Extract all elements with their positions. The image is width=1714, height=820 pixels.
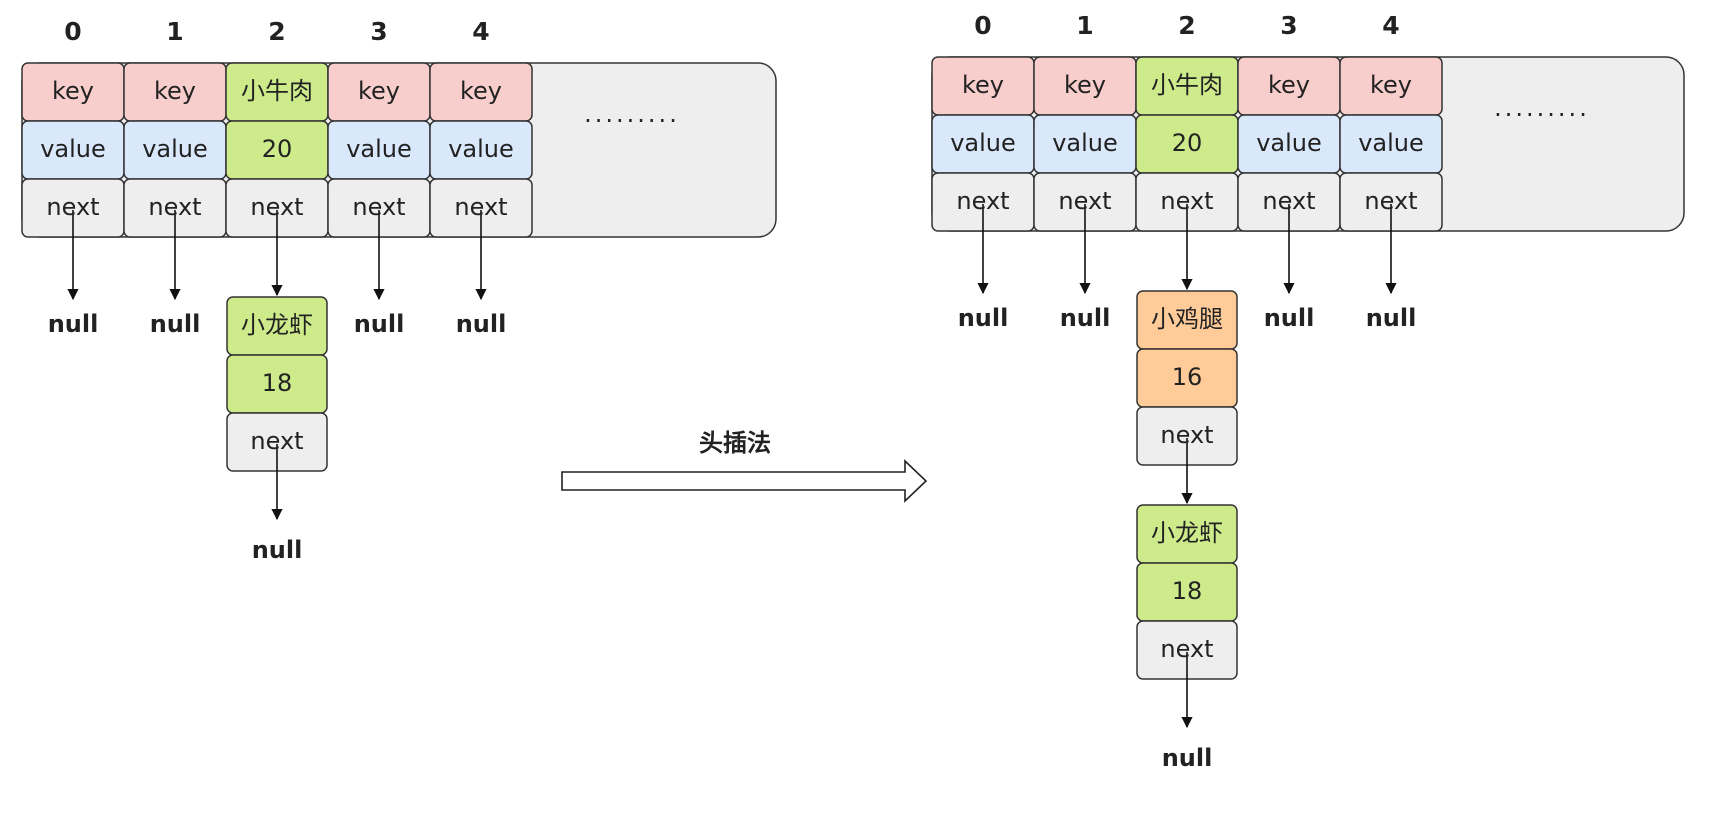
left-bucket-0-next: next (46, 193, 99, 221)
left-bucket-3-key: key (358, 77, 400, 105)
left-bucket-3-next: next (352, 193, 405, 221)
right-index-0: 0 (974, 11, 991, 40)
left-bucket-3-value: value (346, 135, 412, 163)
left-bucket-4-next: next (454, 193, 507, 221)
right-chain-node-0-value: 16 (1172, 363, 1203, 391)
right-bucket-3-next: next (1262, 187, 1315, 215)
right-chain-node-0-key: 小鸡腿 (1151, 305, 1223, 333)
left-bucket-4-key: key (460, 77, 502, 105)
method-label: 头插法 (699, 429, 771, 457)
right-bucket-1-null: null (1060, 304, 1111, 332)
left-bucket-1-key: key (154, 77, 196, 105)
right-bucket-0-key: key (962, 71, 1004, 99)
right-bucket-1-key: key (1064, 71, 1106, 99)
right-index-1: 1 (1076, 11, 1093, 40)
left-bucket-3-null: null (354, 310, 405, 338)
left-chain-null: null (252, 536, 303, 564)
right-bucket-3-value: value (1256, 129, 1322, 157)
left-bucket-1-next: next (148, 193, 201, 221)
left-bucket-0-key: key (52, 77, 94, 105)
right-bucket-3-null: null (1264, 304, 1315, 332)
left-index-0: 0 (64, 17, 81, 46)
right-bucket-4-null: null (1366, 304, 1417, 332)
right-chain-null: null (1162, 744, 1213, 772)
right-index-2: 2 (1178, 11, 1195, 40)
left-bucket-2-value: 20 (262, 135, 293, 163)
right-bucket-4-value: value (1358, 129, 1424, 157)
left-chain-node-0-next: next (250, 427, 303, 455)
left-index-3: 3 (370, 17, 387, 46)
left-chain-node-0-key: 小龙虾 (241, 311, 313, 339)
right-chain-node-1-value: 18 (1172, 577, 1203, 605)
left-index-1: 1 (166, 17, 183, 46)
head-insertion-arrow (561, 459, 928, 503)
right-bucket-2-next: next (1160, 187, 1213, 215)
right-bucket-0-null: null (958, 304, 1009, 332)
right-bucket-0-next: next (956, 187, 1009, 215)
right-bucket-1-value: value (1052, 129, 1118, 157)
right-bucket-0-value: value (950, 129, 1016, 157)
left-bucket-0-null: null (48, 310, 99, 338)
right-index-4: 4 (1382, 11, 1399, 40)
left-bucket-2-key: 小牛肉 (241, 77, 313, 105)
left-bucket-4-value: value (448, 135, 514, 163)
right-chain-node-0-next: next (1160, 421, 1213, 449)
right-bucket-3-key: key (1268, 71, 1310, 99)
left-bucket-1-value: value (142, 135, 208, 163)
left-bucket-4-null: null (456, 310, 507, 338)
right-chain-node-1-next: next (1160, 635, 1213, 663)
left-index-2: 2 (268, 17, 285, 46)
left-bucket-1-null: null (150, 310, 201, 338)
left-chain-node-0-value: 18 (262, 369, 293, 397)
left-bucket-0-value: value (40, 135, 106, 163)
left-index-4: 4 (472, 17, 489, 46)
right-chain-node-1-key: 小龙虾 (1151, 519, 1223, 547)
right-bucket-4-key: key (1370, 71, 1412, 99)
right-bucket-4-next: next (1364, 187, 1417, 215)
left-ellipsis: ......... (584, 100, 680, 128)
right-ellipsis: ......... (1494, 94, 1590, 122)
right-index-3: 3 (1280, 11, 1297, 40)
right-bucket-2-value: 20 (1172, 129, 1203, 157)
right-bucket-2-key: 小牛肉 (1151, 71, 1223, 99)
right-bucket-1-next: next (1058, 187, 1111, 215)
left-bucket-2-next: next (250, 193, 303, 221)
